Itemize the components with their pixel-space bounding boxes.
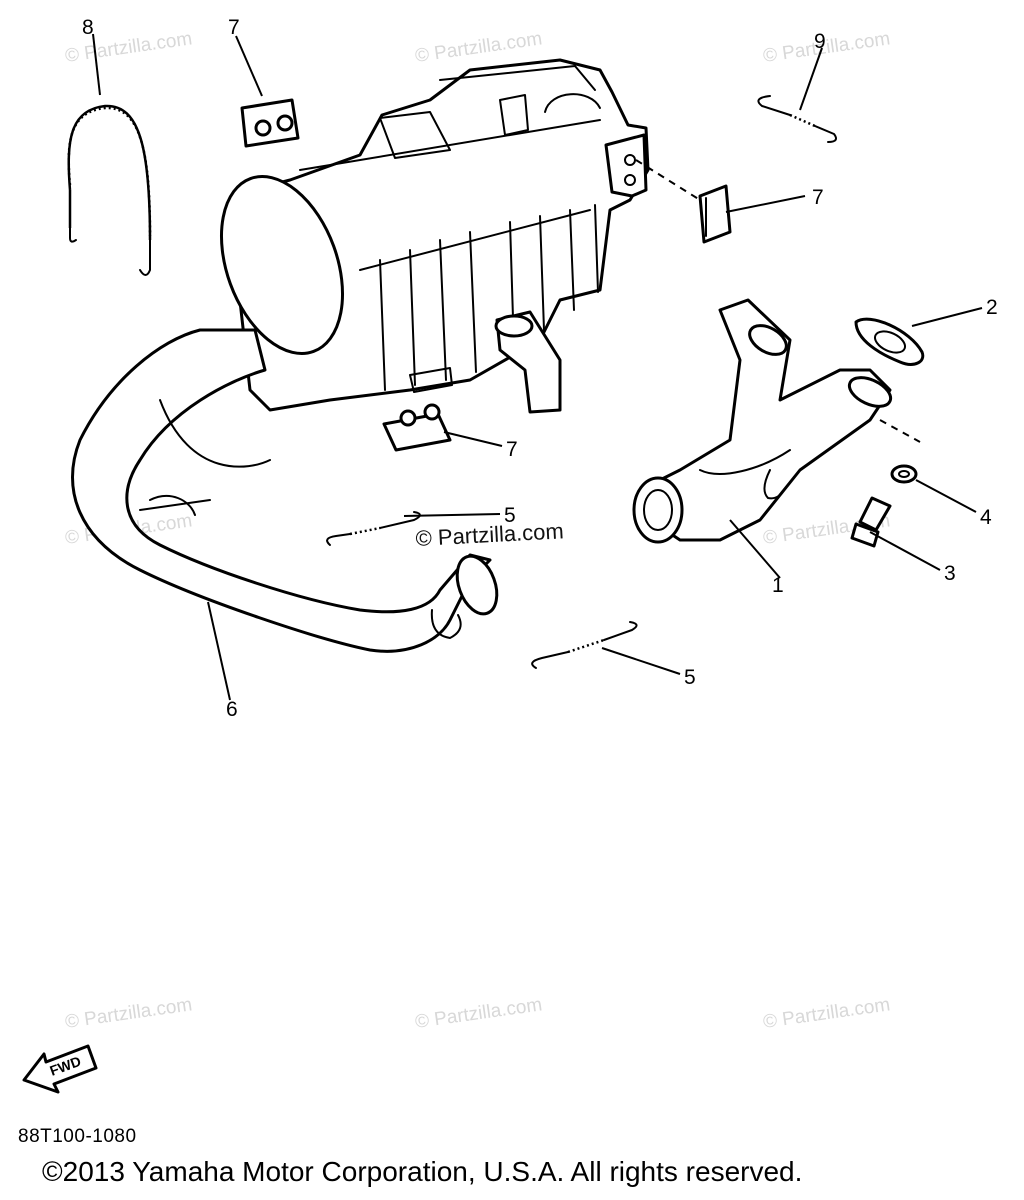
spring-part-9 [757, 95, 837, 143]
copyright-notice: ©2013 Yamaha Motor Corporation, U.S.A. A… [42, 1156, 803, 1187]
watermark: © Partzilla.com [762, 994, 892, 1033]
callout-8: 8 [82, 16, 94, 39]
watermark: © Partzilla.com [414, 28, 544, 67]
watermark-dark: © Partzilla.com [415, 518, 564, 551]
drawing-number: 88T100-1080 [18, 1126, 137, 1147]
gasket-part-2 [854, 317, 925, 366]
spring-part-5-lower [531, 621, 638, 669]
callout-1: 1 [772, 574, 784, 597]
callout-5: 5 [504, 504, 516, 527]
watermark: © Partzilla.com [414, 994, 544, 1033]
callout-3: 3 [944, 562, 956, 585]
rubber-mount-top [240, 98, 300, 148]
callout-9: 9 [814, 30, 826, 53]
watermark: © Partzilla.com [762, 28, 892, 67]
forward-direction-arrow: FWD [22, 1044, 98, 1094]
callout-2: 2 [986, 296, 998, 319]
muffler [219, 58, 650, 414]
callout-7: 7 [506, 438, 518, 461]
callout-numbers: 8 7 9 7 2 7 5 4 3 1 5 6 [82, 16, 998, 721]
rubber-mount-right [635, 159, 732, 244]
leader-lines [92, 33, 983, 701]
callout-7: 7 [228, 16, 240, 39]
joint-pipe-part-1 [632, 298, 921, 544]
callout-6: 6 [226, 698, 238, 721]
callout-7: 7 [812, 186, 824, 209]
bolt-part-3 [850, 496, 892, 548]
watermark: © Partzilla.com [64, 994, 194, 1033]
rubber-mount-lower [382, 403, 452, 452]
spring-hook-part-8 [67, 104, 152, 276]
washer-part-4 [890, 464, 918, 484]
exhaust-pipe-part-6 [71, 328, 499, 653]
callout-5: 5 [684, 666, 696, 689]
callout-4: 4 [980, 506, 992, 529]
